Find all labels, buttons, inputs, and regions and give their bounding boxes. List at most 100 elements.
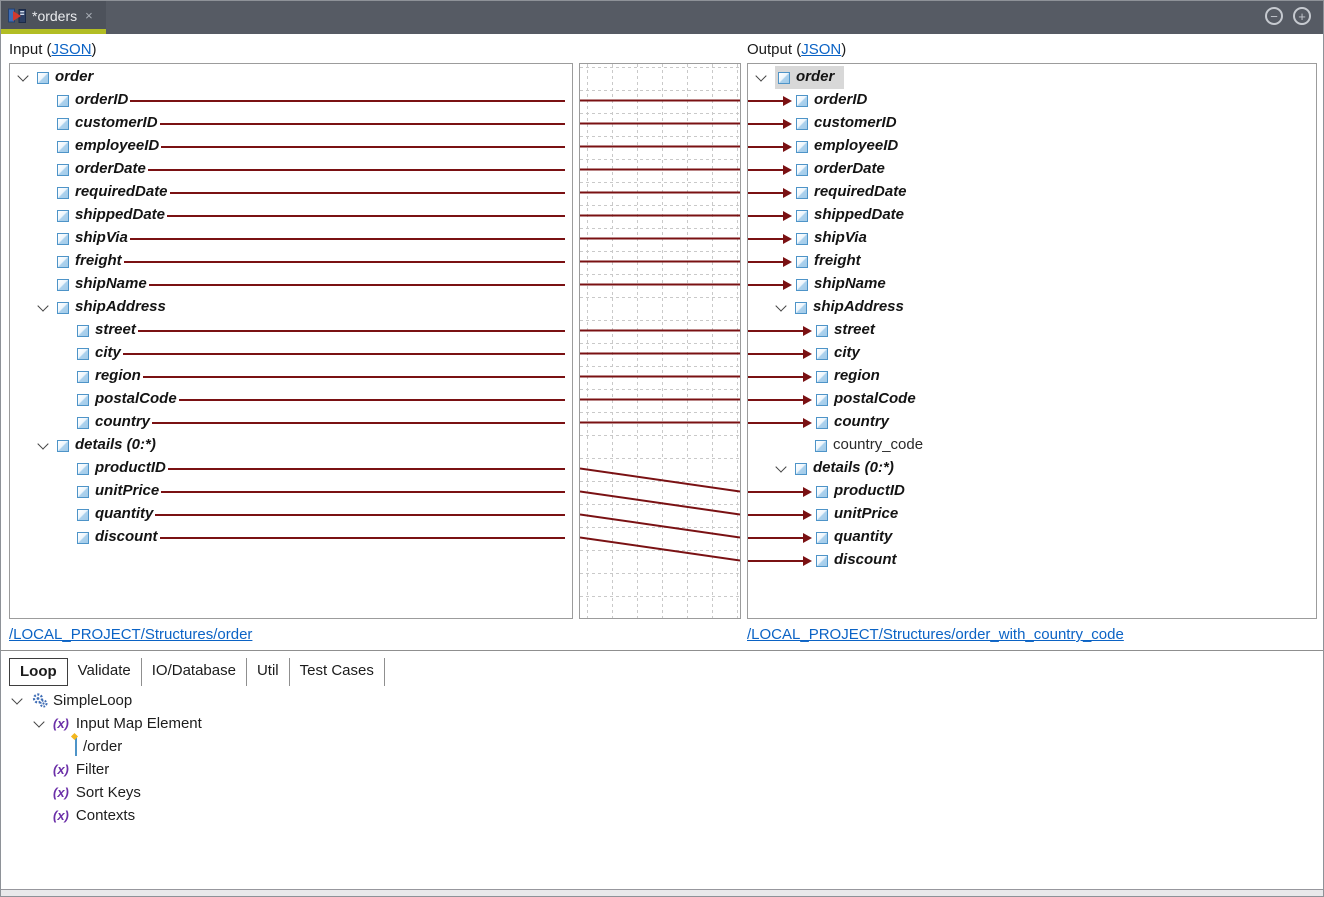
- tree-row-quantity[interactable]: quantity: [10, 503, 572, 526]
- input-json-link[interactable]: JSON: [51, 41, 92, 58]
- arrowhead-icon: [783, 164, 792, 175]
- tree-row-productid[interactable]: productID: [748, 480, 1316, 503]
- tree-row-freight[interactable]: freight: [748, 250, 1316, 273]
- tree-row-orderdate[interactable]: orderDate: [748, 158, 1316, 181]
- tree-label: country: [834, 413, 890, 431]
- tree-label: region: [95, 367, 141, 385]
- tree-row-country[interactable]: country: [10, 411, 572, 434]
- tree-label: requiredDate: [75, 183, 168, 201]
- arrowhead-icon: [803, 371, 812, 382]
- tree-row-shipvia[interactable]: shipVia: [10, 227, 572, 250]
- tree-label: customerID: [75, 114, 158, 132]
- output-structure-link[interactable]: /LOCAL_PROJECT/Structures/order_with_cou…: [747, 626, 1124, 643]
- tree-row-country-code[interactable]: country_code: [748, 434, 1316, 457]
- tree-row-discount[interactable]: discount: [748, 549, 1316, 572]
- tree-row-quantity[interactable]: quantity: [748, 526, 1316, 549]
- chevron-down-icon[interactable]: [11, 692, 31, 705]
- tree-row-shipname[interactable]: shipName: [748, 273, 1316, 296]
- tree-row-shipaddress[interactable]: shipAddress: [748, 296, 1316, 319]
- tree-row-order[interactable]: order: [748, 66, 1316, 89]
- tree-label: order: [796, 68, 835, 86]
- tab-orders[interactable]: *orders ×: [1, 1, 106, 34]
- tree-label: postalCode: [95, 390, 177, 408]
- tree-row-country[interactable]: country: [748, 411, 1316, 434]
- tab-test-cases[interactable]: Test Cases: [290, 658, 385, 686]
- arrowhead-icon: [783, 118, 792, 129]
- chevron-down-icon[interactable]: [755, 69, 775, 82]
- tree-row-shippeddate[interactable]: shippedDate: [748, 204, 1316, 227]
- tree-row-requireddate[interactable]: requiredDate: [748, 181, 1316, 204]
- arrowhead-icon: [803, 325, 812, 336]
- tree-row-postalcode[interactable]: postalCode: [10, 388, 572, 411]
- tree-row-unitprice[interactable]: unitPrice: [10, 480, 572, 503]
- tree-row-orderdate[interactable]: orderDate: [10, 158, 572, 181]
- tree-row-details-0[interactable]: details (0:*): [10, 434, 572, 457]
- tree-label: shippedDate: [814, 206, 905, 224]
- tree-label: quantity: [95, 505, 154, 523]
- tree-row-requireddate[interactable]: requiredDate: [10, 181, 572, 204]
- chevron-down-icon[interactable]: [37, 299, 57, 312]
- tree-row-shipname[interactable]: shipName: [10, 273, 572, 296]
- tree-row-region[interactable]: region: [748, 365, 1316, 388]
- loop-node-label: Input Map Element: [75, 715, 202, 732]
- selected-node[interactable]: order: [775, 66, 845, 89]
- loop-node-sort-keys[interactable]: (x)Sort Keys: [1, 781, 1323, 804]
- chevron-down-icon[interactable]: [775, 299, 795, 312]
- tree-label: street: [834, 321, 875, 339]
- mapping-line: [748, 145, 783, 148]
- tab-util[interactable]: Util: [247, 658, 290, 686]
- input-panel-label: Input (JSON): [9, 41, 97, 58]
- chevron-down-icon[interactable]: [37, 437, 57, 450]
- tree-row-customerid[interactable]: customerID: [748, 112, 1316, 135]
- tree-row-street[interactable]: street: [10, 319, 572, 342]
- node-icon: [77, 462, 89, 475]
- output-json-link[interactable]: JSON: [801, 41, 842, 58]
- expand-plus-button[interactable]: +: [1293, 7, 1311, 25]
- node-icon: [57, 209, 69, 222]
- tab-loop[interactable]: Loop: [9, 658, 68, 686]
- tree-row-region[interactable]: region: [10, 365, 572, 388]
- tree-row-employeeid[interactable]: employeeID: [10, 135, 572, 158]
- tree-row-postalcode[interactable]: postalCode: [748, 388, 1316, 411]
- loop-node-filter[interactable]: (x)Filter: [1, 758, 1323, 781]
- arrowhead-icon: [783, 95, 792, 106]
- tree-row-customerid[interactable]: customerID: [10, 112, 572, 135]
- mapping-line: [148, 283, 565, 286]
- tree-row-orderid[interactable]: orderID: [10, 89, 572, 112]
- close-icon[interactable]: ×: [85, 8, 93, 23]
- loop-node-order[interactable]: /order: [1, 732, 1323, 758]
- tree-row-shipaddress[interactable]: shipAddress: [10, 296, 572, 319]
- collapse-minus-button[interactable]: −: [1265, 7, 1283, 25]
- tree-label: shipName: [814, 275, 886, 293]
- tree-label: orderID: [814, 91, 868, 109]
- node-icon: [796, 140, 808, 153]
- chevron-down-icon[interactable]: [17, 69, 37, 82]
- tree-row-unitprice[interactable]: unitPrice: [748, 503, 1316, 526]
- tree-row-orderid[interactable]: orderID: [748, 89, 1316, 112]
- tree-row-freight[interactable]: freight: [10, 250, 572, 273]
- tree-row-order[interactable]: order: [10, 66, 572, 89]
- tree-label: unitPrice: [95, 482, 160, 500]
- loop-node-contexts[interactable]: (x)Contexts: [1, 804, 1323, 827]
- loop-node-input-map-element[interactable]: (x)Input Map Element: [1, 712, 1323, 735]
- chevron-down-icon[interactable]: [33, 715, 53, 728]
- tree-row-city[interactable]: city: [748, 342, 1316, 365]
- mapping-line: [748, 513, 803, 516]
- tree-label: postalCode: [834, 390, 916, 408]
- tab-io-database[interactable]: IO/Database: [142, 658, 247, 686]
- tree-row-shippeddate[interactable]: shippedDate: [10, 204, 572, 227]
- tab-validate[interactable]: Validate: [68, 658, 142, 686]
- tree-row-shipvia[interactable]: shipVia: [748, 227, 1316, 250]
- loop-node-simpleloop[interactable]: SimpleLoop: [1, 689, 1323, 712]
- tree-row-productid[interactable]: productID: [10, 457, 572, 480]
- tree-row-city[interactable]: city: [10, 342, 572, 365]
- tree-row-employeeid[interactable]: employeeID: [748, 135, 1316, 158]
- input-structure-link[interactable]: /LOCAL_PROJECT/Structures/order: [9, 626, 253, 643]
- tree-row-discount[interactable]: discount: [10, 526, 572, 549]
- tree-row-street[interactable]: street: [748, 319, 1316, 342]
- mapping-line: [748, 191, 783, 194]
- tree-row-details-0[interactable]: details (0:*): [748, 457, 1316, 480]
- mapping-line: [748, 375, 803, 378]
- chevron-down-icon[interactable]: [775, 460, 795, 473]
